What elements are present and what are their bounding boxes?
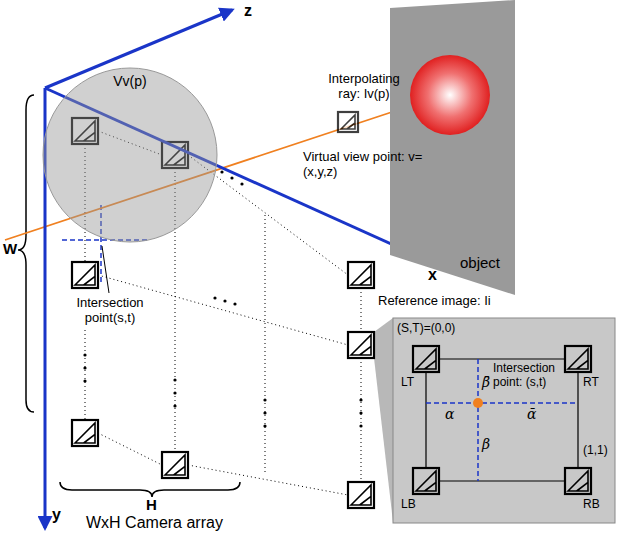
dot bbox=[223, 299, 226, 302]
grid-line bbox=[361, 358, 362, 482]
dot bbox=[233, 302, 236, 305]
camera-icon bbox=[413, 346, 439, 372]
camera-lens bbox=[351, 265, 371, 285]
camera-body bbox=[565, 468, 591, 494]
camera-icon bbox=[565, 346, 591, 372]
dot bbox=[240, 182, 243, 185]
dot bbox=[263, 411, 266, 414]
camera-icon bbox=[72, 420, 98, 446]
camera-icon bbox=[348, 332, 374, 358]
dimension-label: H bbox=[146, 496, 157, 513]
camera-lens bbox=[165, 455, 185, 475]
node-text: (1,1) bbox=[583, 444, 613, 458]
dot bbox=[220, 170, 223, 173]
dashed-line bbox=[426, 402, 578, 404]
view-region-circle: Vv(p) bbox=[42, 67, 218, 243]
camera-lens bbox=[351, 335, 371, 355]
leader-line bbox=[102, 246, 109, 293]
camera-icon bbox=[338, 112, 358, 132]
dot bbox=[359, 398, 362, 401]
node-text: α bbox=[445, 406, 459, 422]
object-panel: object bbox=[390, 0, 515, 295]
camera-body bbox=[348, 332, 374, 358]
reference-label: Reference image: Ii bbox=[378, 294, 528, 309]
w-brace bbox=[18, 95, 34, 412]
camera-lens bbox=[568, 471, 588, 491]
ray-label: Interpolating ray: Iv(p) bbox=[316, 72, 412, 102]
intersection-dot bbox=[473, 398, 483, 408]
dot bbox=[359, 411, 362, 414]
node-outline bbox=[390, 0, 515, 295]
grid-line bbox=[85, 330, 86, 420]
dot bbox=[83, 353, 86, 356]
node-text: (S,T)=(0,0) bbox=[397, 322, 487, 336]
camera-body bbox=[565, 346, 591, 372]
red-sphere bbox=[410, 55, 490, 135]
camera-body bbox=[338, 112, 358, 132]
node-text: RB bbox=[583, 498, 607, 512]
callout-wedge bbox=[374, 318, 393, 522]
node-outline bbox=[393, 318, 615, 523]
camera-body bbox=[72, 420, 98, 446]
axis-label: x bbox=[428, 266, 437, 284]
dot bbox=[263, 398, 266, 401]
intersection-label: Intersection point(s,t) bbox=[62, 296, 158, 326]
dot bbox=[263, 424, 266, 427]
camera-icon bbox=[348, 482, 374, 508]
object-plane bbox=[390, 0, 515, 295]
dot bbox=[173, 391, 176, 394]
dot bbox=[359, 424, 362, 427]
inset-panel: (S,T)=(0,0) Intersection point: (s,t) LT RT… bbox=[393, 318, 615, 523]
node-text: LT bbox=[401, 376, 423, 390]
axis-label: z bbox=[244, 2, 252, 20]
node-text: Vv(p) bbox=[98, 73, 162, 89]
node-text: β bbox=[482, 436, 496, 452]
axis-label: y bbox=[52, 506, 61, 524]
camera-lens bbox=[341, 115, 355, 129]
dot bbox=[173, 378, 176, 381]
dashed-line bbox=[477, 359, 479, 481]
camera-lens bbox=[75, 423, 95, 443]
camera-body bbox=[413, 346, 439, 372]
grid-line bbox=[98, 433, 162, 465]
camera-icon bbox=[72, 262, 98, 288]
node-text: object bbox=[460, 254, 512, 271]
camera-icon bbox=[162, 452, 188, 478]
camera-icon bbox=[348, 262, 374, 288]
grid-line bbox=[265, 215, 266, 472]
camera-lens bbox=[416, 349, 436, 369]
camera-body bbox=[348, 482, 374, 508]
array-caption-label: WxH Camera array bbox=[86, 514, 286, 532]
node-text: ᾱ bbox=[527, 406, 541, 422]
dot bbox=[83, 366, 86, 369]
camera-icon bbox=[565, 468, 591, 494]
camera-body bbox=[162, 452, 188, 478]
node-text: β̄ bbox=[482, 374, 496, 390]
camera-body bbox=[72, 262, 98, 288]
dot bbox=[83, 379, 86, 382]
circle-fill bbox=[43, 68, 217, 242]
camera-lens bbox=[75, 265, 95, 285]
camera-lens bbox=[568, 349, 588, 369]
camera-icon bbox=[413, 468, 439, 494]
node-outline bbox=[42, 67, 218, 243]
node-text: RT bbox=[583, 376, 607, 390]
grid-line bbox=[361, 288, 362, 332]
viewpoint-label: Virtual view point: v=(x,y,z) bbox=[303, 150, 423, 180]
camera-body bbox=[413, 468, 439, 494]
h-brace bbox=[60, 482, 240, 497]
camera-lens bbox=[416, 471, 436, 491]
camera-lens bbox=[351, 485, 371, 505]
dot bbox=[173, 404, 176, 407]
dot bbox=[230, 176, 233, 179]
node-text: LB bbox=[401, 498, 423, 512]
dot bbox=[213, 296, 216, 299]
dimension-label: W bbox=[3, 240, 17, 257]
camera-body bbox=[348, 262, 374, 288]
node-text: Intersection point: (s,t) bbox=[493, 362, 585, 390]
inset-background bbox=[393, 318, 615, 523]
